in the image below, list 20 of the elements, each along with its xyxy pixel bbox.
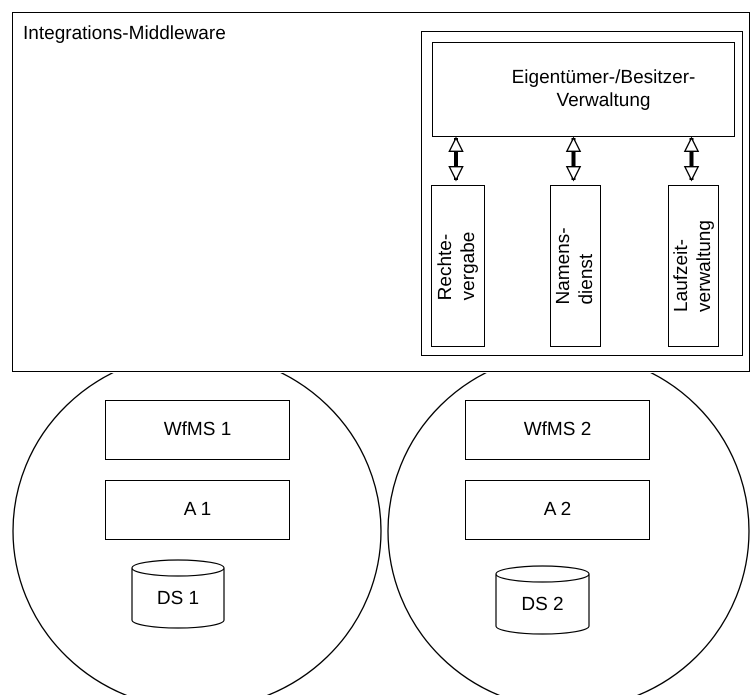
component-label: WfMS 1 (164, 418, 232, 442)
component-label: A 1 (184, 498, 212, 522)
component-label: DS 1 (156, 588, 200, 610)
component-label: Eigentümer-/Besitzer-Verwaltung (510, 66, 696, 112)
component-label: Rechte- vergabe (435, 232, 480, 300)
component-label: Laufzeit- verwaltung (670, 220, 716, 312)
component-box (432, 42, 735, 137)
component-label: DS 2 (521, 594, 564, 616)
component-label: Namens- dienst (552, 227, 598, 305)
component-label: WfMS 2 (524, 418, 592, 442)
component-box (465, 400, 650, 460)
service-panel (421, 31, 743, 356)
component-box (105, 400, 290, 460)
component-label: A 2 (544, 498, 572, 522)
service-box (431, 185, 485, 347)
component-box (465, 480, 650, 540)
service-box (668, 185, 719, 347)
heading-label: Integrations-Middleware (23, 23, 226, 46)
component-box (105, 480, 290, 540)
service-box (550, 185, 601, 347)
